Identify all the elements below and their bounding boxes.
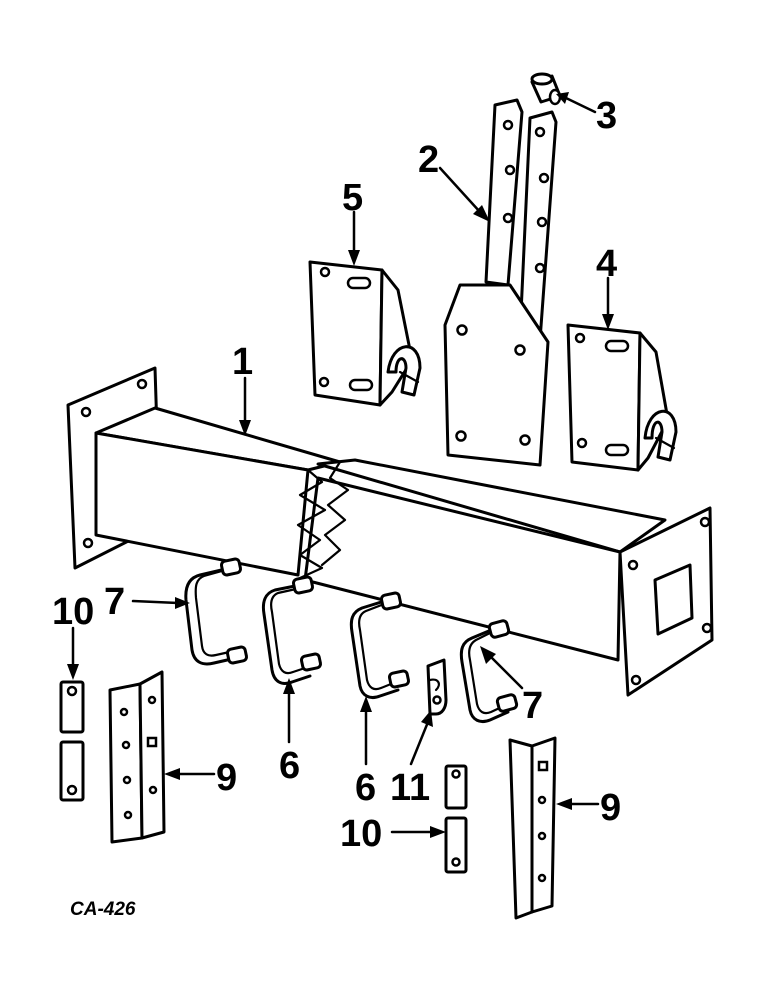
- callout-6-left: 6: [279, 745, 300, 787]
- part-3-bushing: [530, 72, 562, 106]
- part-11-clip: [426, 658, 448, 716]
- part-7-u-bolt-left: [184, 557, 249, 666]
- callout-9-right: 9: [600, 787, 621, 829]
- leader-lines: [67, 92, 614, 838]
- callout-10-bottom: 10: [340, 813, 382, 855]
- callout-1: 1: [232, 341, 253, 383]
- part-5-clamp-plate: [308, 260, 422, 407]
- callout-7-left: 7: [104, 581, 125, 623]
- callout-9-left: 9: [216, 757, 237, 799]
- callout-10-left: 10: [52, 591, 94, 633]
- callout-5: 5: [342, 177, 363, 219]
- callout-11: 11: [390, 767, 430, 809]
- callout-6-right: 6: [355, 767, 376, 809]
- callout-7-right: 7: [522, 685, 543, 727]
- diagram-code: CA-426: [70, 899, 136, 920]
- part-9-angle-brace-right: [508, 736, 557, 920]
- part-4-clamp-plate: [566, 323, 678, 472]
- callout-2: 2: [418, 139, 439, 181]
- part-6-u-bolt-center-left: [261, 575, 323, 685]
- callout-3: 3: [596, 95, 617, 137]
- part-9-angle-brace-left: [108, 670, 166, 844]
- part-6-u-bolt-center-right: [349, 591, 411, 700]
- callout-numbers: 1 2 3 4 5 6 6 7 7 9 9 10 10 11: [52, 95, 621, 855]
- part-7-u-bolt-right: [459, 619, 519, 724]
- part-10-spacer-left: [59, 680, 85, 802]
- callout-4: 4: [596, 243, 617, 285]
- part-2-upright-bracket: [443, 98, 558, 467]
- part-10-spacer-center: [444, 764, 468, 874]
- part-1-tube-beam: [66, 366, 714, 697]
